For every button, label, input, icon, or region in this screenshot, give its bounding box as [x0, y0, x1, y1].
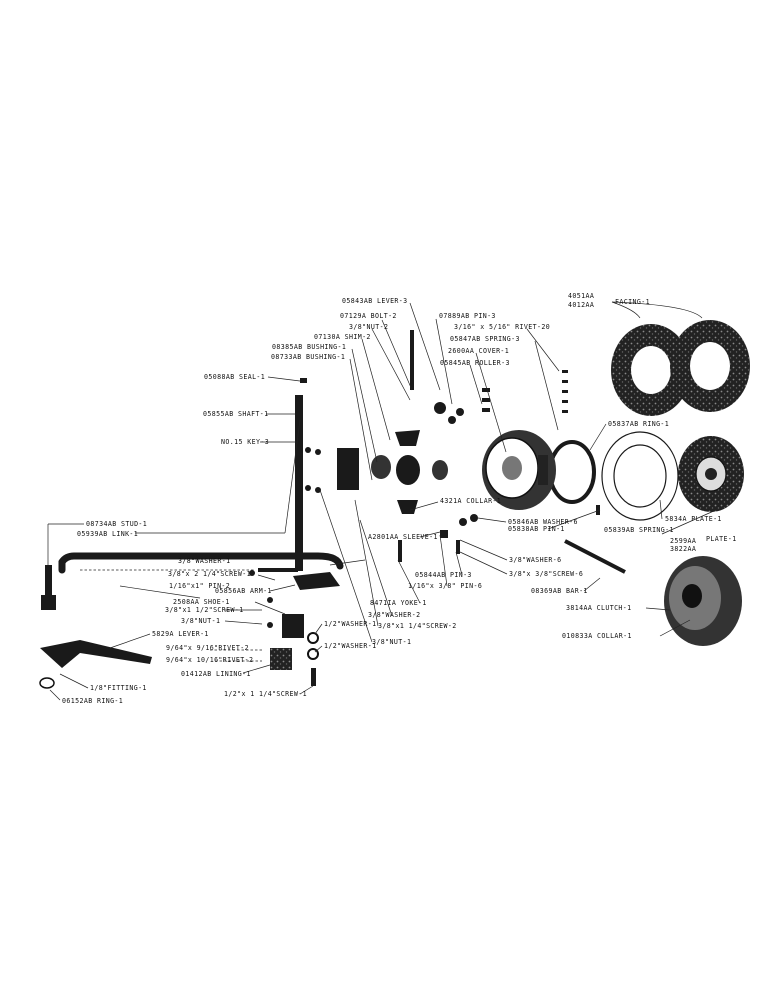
half-inch-washer-illustration: [307, 648, 319, 660]
label-05855ab-shaft: 05855AB SHAFT-1: [203, 410, 269, 418]
yoke-assembly-illustration: [337, 430, 448, 514]
leader-lines: [47, 301, 717, 701]
label-plate: PLATE-1: [706, 535, 737, 543]
label-rivet-20: 3/16" x 5/16" RIVET-20: [454, 323, 550, 331]
bar-illustration: [564, 539, 626, 574]
label-1-2-washer-b: 1/2"WASHER-1: [324, 642, 376, 650]
label-05838ab-pin: 05838AB PIN-1: [508, 525, 565, 533]
label-010833a-collar: 010833A COLLAR-1: [562, 632, 632, 640]
facing-rings-illustration: [611, 320, 750, 416]
ring-illustration: [548, 440, 596, 504]
stud-illustration: [41, 565, 56, 610]
label-facing: FACING-1: [615, 298, 650, 306]
label-06152ab-ring: 06152AB RING-1: [62, 697, 123, 705]
label-no15-key: NO.15 KEY-3: [221, 438, 269, 446]
label-3-8-nut-b: 3/8"NUT-1: [372, 638, 411, 646]
label-3822aa: 3822AA: [670, 545, 696, 553]
label-3-8-washer-1: 3/8"WASHER-1: [178, 557, 230, 565]
label-05845ab-roller: 05845AB ROLLER-3: [440, 359, 510, 367]
label-05844ab-pin: 05844AB PIN-3: [415, 571, 472, 579]
small-ring-illustration: [39, 677, 55, 689]
screw-illustration: [311, 668, 316, 686]
half-inch-washer-illustration: [307, 632, 319, 644]
label-3-8-x-1-1-4-screw: 3/8"x1 1/4"SCREW-2: [378, 622, 457, 630]
label-a2801aa-sleeve: A2801AA SLEEVE-1: [368, 533, 438, 541]
label-8471ia-yoke: 8471IA YOKE-1: [370, 599, 427, 607]
label-07130a-shim: 07130A SHIM-2: [314, 333, 371, 341]
label-08733ab-bushing: 08733AB BUSHING-1: [271, 353, 345, 361]
label-5829a-lever: 5829A LEVER-1: [152, 630, 209, 638]
pressure-plate-illustration: [601, 431, 679, 521]
label-05839ab-spring: 05839AB SPRING-1: [604, 526, 674, 534]
label-07129a-bolt: 07129A BOLT-2: [340, 312, 397, 320]
label-3-8-nut-2: 3/8"NUT-2: [349, 323, 388, 331]
part-labels: 05843AB LEVER-3 07129A BOLT-2 3/8"NUT-2 …: [62, 292, 737, 705]
label-rivet-10-16: 9/64"x 10/16"RIVET-2: [166, 656, 253, 664]
label-1-2-washer-a: 1/2"WASHER-1: [324, 620, 376, 628]
label-4051aa: 4051AA: [568, 292, 594, 300]
label-1-2-screw: 1/2"x 1 1/4"SCREW-1: [224, 690, 307, 698]
label-5834a-plate: 5834A PLATE-1: [665, 515, 722, 523]
label-05843ab-lever: 05843AB LEVER-3: [342, 297, 408, 305]
label-07889ab-pin: 07889AB PIN-3: [439, 312, 496, 320]
parts-illustrations: [39, 320, 750, 689]
link-illustration: [58, 552, 344, 574]
label-1-8-fitting: 1/8"FITTING-1: [90, 684, 147, 692]
lining-illustration: [270, 648, 292, 670]
label-05846ab-washer: 05846AB WASHER-6: [508, 518, 578, 526]
shaft-illustration: [295, 395, 303, 571]
label-4321a-collar: 4321A COLLAR-1: [440, 497, 501, 505]
hardware-illustration: [249, 330, 600, 628]
label-rivet-9-16: 9/64"x 9/16"RIVET-2: [166, 644, 249, 652]
label-08385ab-bushing: 08385AB BUSHING-1: [272, 343, 346, 351]
label-05939ab-link: 05939AB LINK-1: [77, 530, 138, 538]
clutch-assembly-illustration: [664, 556, 742, 646]
label-3-8-x-1-1-2-screw: 3/8"x1 1/2"SCREW-1: [165, 606, 244, 614]
lever-illustration: [40, 640, 152, 668]
label-08369ab-bar: 08369AB BAR-1: [531, 587, 588, 595]
label-05837ab-ring: 05837AB RING-1: [608, 420, 669, 428]
label-3814aa-clutch: 3814AA CLUTCH-1: [566, 604, 632, 612]
label-05088ab-seal: 05088AB SEAL-1: [204, 373, 265, 381]
shoe-illustration: [282, 614, 304, 638]
label-2599aa: 2599AA: [670, 537, 696, 545]
label-3-8-x-2-1-4-screw: 3/8"x 2 1/4"SCREW-1: [168, 570, 251, 578]
label-1-16-pin-2: 1/16"x1" PIN-2: [169, 582, 230, 590]
label-3-8-x-3-8-screw: 3/8"x 3/8"SCREW-6: [509, 570, 583, 578]
arm-illustration: [293, 572, 340, 590]
label-05856ab-arm: 05856AB ARM-1: [215, 587, 272, 595]
label-05847ab-spring: 05847AB SPRING-3: [450, 335, 520, 343]
label-2508aa-shoe: 2508AA SHOE-1: [173, 598, 230, 606]
cover-illustration: [482, 430, 556, 510]
label-08734ab-stud: 08734AB STUD-1: [86, 520, 147, 528]
label-4012aa: 4012AA: [568, 301, 594, 309]
label-01412ab-lining: 01412AB LINING-1: [181, 670, 251, 678]
label-3-8-washer-6: 3/8"WASHER-6: [509, 556, 561, 564]
clutch-plate-illustration: [678, 436, 744, 512]
label-3-8-washer-2: 3/8"WASHER-2: [368, 611, 420, 619]
label-3-8-nut-1: 3/8"NUT-1: [181, 617, 220, 625]
label-1-16-x-3-8-pin: 1/16"x 3/8" PIN-6: [408, 582, 482, 590]
label-2600aa-cover: 2600AA COVER-1: [448, 347, 509, 355]
